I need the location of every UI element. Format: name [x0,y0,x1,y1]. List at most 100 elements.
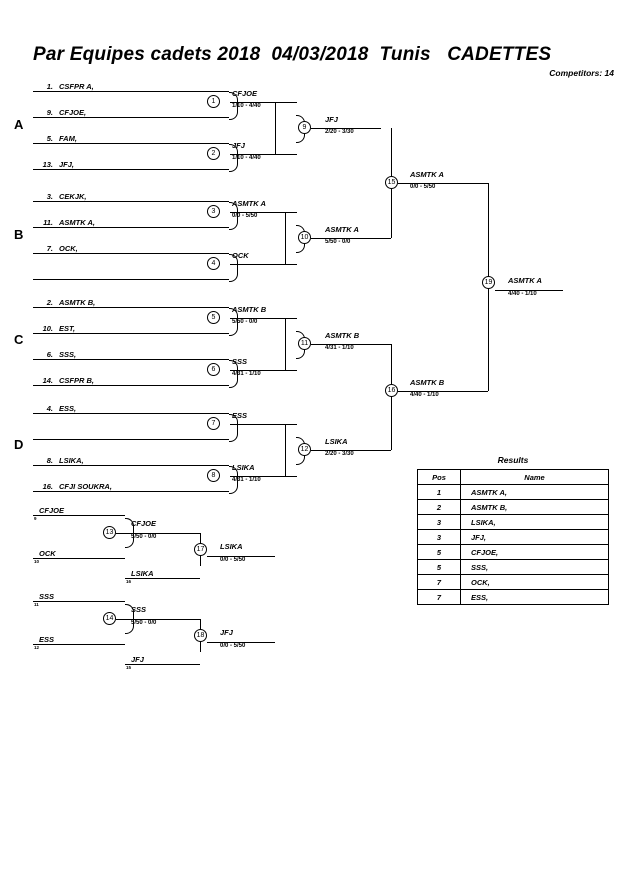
feed-name: CFJOE [39,506,65,515]
result-position: 3 [417,514,461,530]
match-score-19: 4/40 - 1/10 [508,291,537,297]
entry-slot-14-bye[interactable] [33,426,229,440]
match-node-18[interactable]: 18 [194,629,207,642]
entry-name: CFJI SOUKRA, [59,482,112,491]
consolation-feed-1[interactable]: CFJOE 9 [33,503,125,521]
match-winner-11: ASMTK B [325,331,360,340]
match-node-15[interactable]: 15 [385,176,398,189]
feed-number: 16 [126,579,132,584]
entry-line [33,359,229,360]
match-node-9[interactable]: 9 [298,121,311,134]
entry-slot-5[interactable]: 3. CEKJK, [33,188,229,202]
entry-slot-4[interactable]: 13. JFJ, [33,156,229,170]
result-name: ASMTK A, [460,484,609,500]
winner-line-11 [311,344,391,345]
consolation-feed-2[interactable]: OCK 10 [33,546,125,564]
consolation-feed-6[interactable]: JFJ 15 [125,652,200,670]
match-node-14[interactable]: 14 [103,612,116,625]
entry-slot-12[interactable]: 14. CSFPR B, [33,372,229,386]
entry-name: ESS, [59,404,77,413]
winner-line-18 [207,642,275,643]
entry-line [33,465,229,466]
match-node-17[interactable]: 17 [194,543,207,556]
entry-line [33,413,229,414]
match-node-16[interactable]: 16 [385,384,398,397]
match-winner-2: JFJ [232,141,245,150]
entry-slot-8-bye[interactable] [33,266,229,280]
match-node-19[interactable]: 19 [482,276,495,289]
entry-line [33,253,229,254]
match-node-13[interactable]: 13 [103,526,116,539]
entry-slot-6[interactable]: 11. ASMTK A, [33,214,229,228]
match-node-4[interactable]: 4 [207,257,220,270]
entry-slot-1[interactable]: 1. CSFPR A, [33,78,229,92]
match-winner-18: JFJ [220,628,233,637]
group-label-b: B [14,227,24,242]
entry-slot-16[interactable]: 16. CFJI SOUKRA, [33,478,229,492]
entry-slot-3[interactable]: 5. FAM, [33,130,229,144]
winner-line-19 [495,290,563,291]
result-position: 5 [417,559,461,575]
feed-name: OCK [39,549,56,558]
match-node-6[interactable]: 6 [207,363,220,376]
entry-slot-9[interactable]: 2. ASMTK B, [33,294,229,308]
feed-line [33,558,125,559]
match-node-11[interactable]: 11 [298,337,311,350]
match-winner-4: OCK [232,251,249,260]
feed-name: JFJ [131,655,144,664]
result-position: 2 [417,499,461,515]
match-node-8[interactable]: 8 [207,469,220,482]
entry-name: CEKJK, [59,192,87,201]
result-position: 7 [417,589,461,605]
entry-slot-2[interactable]: 9. CFJOE, [33,104,229,118]
entry-slot-15[interactable]: 8. LSIKA, [33,452,229,466]
table-header-row: Pos Name [417,469,609,485]
entry-seed: 13. [42,160,53,169]
join-line-11 [285,318,286,370]
match-winner-19: ASMTK A [508,276,542,285]
consolation-feed-3[interactable]: LSIKA 16 [125,566,200,584]
entry-line [33,333,229,334]
match-node-7[interactable]: 7 [207,417,220,430]
feed-name: SSS [39,592,55,601]
feed-number: 12 [34,645,40,650]
entry-name: SSS, [59,350,77,359]
winner-line-3 [230,212,285,213]
match-score-17: 0/0 - 5/50 [220,557,246,563]
match-node-1[interactable]: 1 [207,95,220,108]
match-score-2: 1/10 - 4/40 [232,155,261,161]
entry-slot-11[interactable]: 6. SSS, [33,346,229,360]
result-name: ASMTK B, [460,499,609,515]
match-node-2[interactable]: 2 [207,147,220,160]
match-score-14: 5/50 - 0/0 [131,620,157,626]
entry-slot-13[interactable]: 4. ESS, [33,400,229,414]
feed-line-12-bottom [285,476,297,477]
winner-line-8 [230,476,285,477]
consolation-feed-4[interactable]: SSS 11 [33,589,125,607]
result-name: OCK, [460,574,609,590]
match-node-10[interactable]: 10 [298,231,311,244]
match-node-5[interactable]: 5 [207,311,220,324]
entry-seed: 9. [46,108,53,117]
group-label-d: D [14,437,24,452]
match-node-12[interactable]: 12 [298,443,311,456]
match-node-3[interactable]: 3 [207,205,220,218]
match-score-11: 4/31 - 1/10 [325,345,354,351]
winner-line-10 [311,238,391,239]
match-winner-5: ASMTK B [232,305,267,314]
match-score-8: 4/31 - 1/10 [232,477,261,483]
entry-slot-7[interactable]: 7. OCK, [33,240,229,254]
entry-seed: 3. [46,192,53,201]
entry-seed: 5. [46,134,53,143]
consolation-feed-5[interactable]: ESS 12 [33,632,125,650]
entry-slot-10[interactable]: 10. EST, [33,320,229,334]
entry-line [33,279,229,280]
feed-number: 9 [34,516,37,521]
entry-seed: 6. [46,350,53,359]
result-position: 1 [417,484,461,500]
feed-line [125,664,200,665]
match-score-13: 5/50 - 0/0 [131,534,157,540]
